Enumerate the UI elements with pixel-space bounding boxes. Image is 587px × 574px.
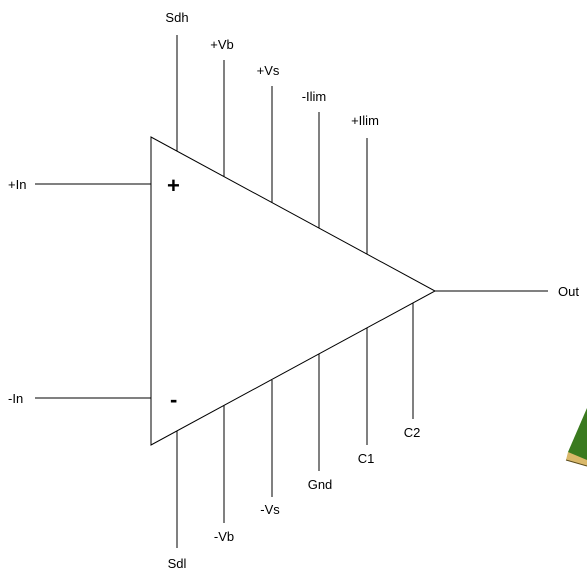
in-minus-label: -In: [8, 391, 23, 406]
minus-sign: -: [170, 387, 177, 412]
ilim-minus-label: -Ilim: [302, 89, 327, 104]
vs-plus-label: +Vs: [257, 63, 280, 78]
decorative-fragment: [565, 408, 587, 467]
vb-plus-label: +Vb: [210, 37, 234, 52]
gnd-label: Gnd: [308, 477, 333, 492]
ilim-plus-label: +Ilim: [351, 113, 379, 128]
amplifier-triangle: [150, 136, 437, 446]
c2-label: C2: [404, 425, 421, 440]
vs-minus-label: -Vs: [260, 502, 280, 517]
vb-minus-label: -Vb: [214, 529, 234, 544]
sdh-label: Sdh: [165, 10, 188, 25]
sdl-label: Sdl: [168, 556, 187, 571]
plus-sign: +: [167, 173, 180, 198]
c1-label: C1: [358, 451, 375, 466]
in-plus-label: +In: [8, 177, 26, 192]
out-label: Out: [558, 284, 579, 299]
